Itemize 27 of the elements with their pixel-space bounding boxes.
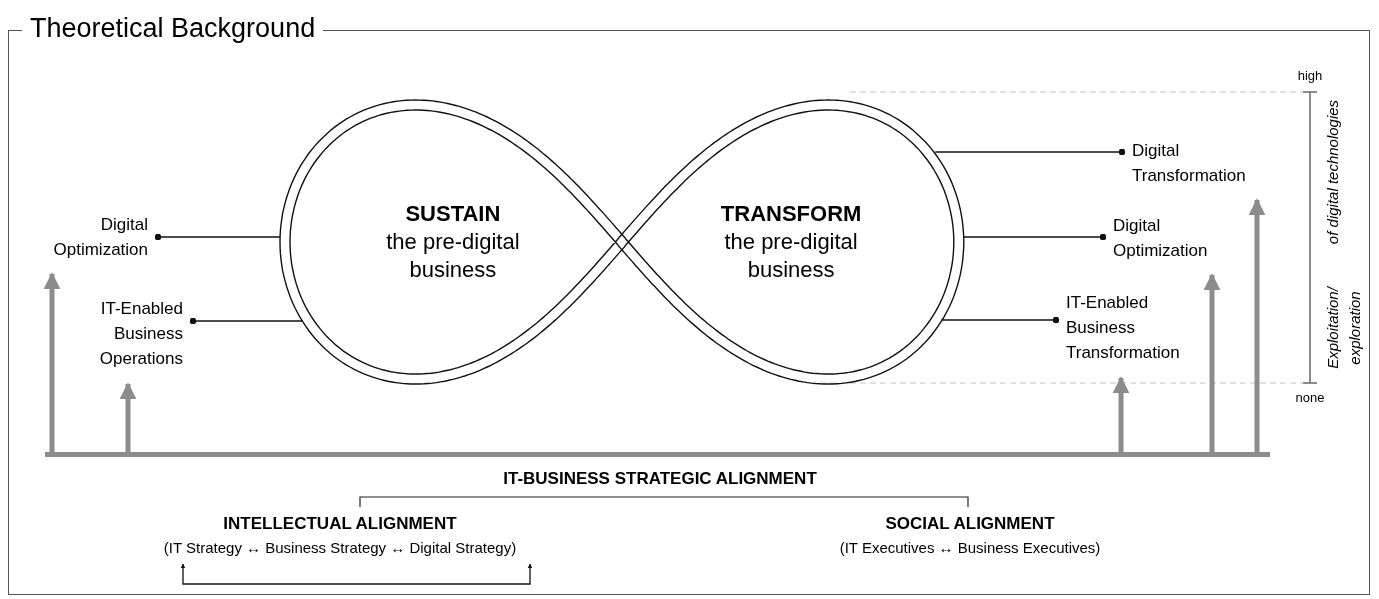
outcome-label: Digital Optimization	[18, 212, 148, 264]
leader-line	[189, 317, 304, 325]
scale-high-label: high	[1296, 67, 1324, 85]
axis-label: of digital technologies	[1323, 98, 1342, 247]
outcome-label: Digital Optimization	[1113, 213, 1248, 265]
scale-none-label: none	[1294, 389, 1326, 407]
leader-line	[940, 316, 1060, 324]
section-heading: IT-BUSINESS STRATEGIC ALIGNMENT	[502, 468, 818, 490]
loop-subtitle: the pre-digital business	[385, 228, 521, 284]
outcome-label: IT-Enabled Business Transformation	[1066, 290, 1211, 368]
loop-heading: TRANSFORM	[720, 200, 862, 228]
outcome-label: IT-Enabled Business Operations	[58, 296, 183, 374]
loop-heading: SUSTAIN	[405, 200, 501, 228]
loop-shape	[279, 98, 627, 385]
alignment-description: (IT Strategy ↔ Business Strategy ↔ Digital Strategy)	[163, 538, 517, 558]
outcome-label: Digital Transformation	[1132, 138, 1282, 190]
axis-label: Exploitation/ exploration	[1323, 285, 1364, 371]
leader-line	[154, 233, 281, 241]
feedback-arrow	[180, 563, 533, 585]
alignment-description: (IT Executives ↔ Business Executives)	[839, 538, 1101, 558]
leader-line	[934, 148, 1126, 156]
baseline-bar	[45, 452, 1270, 457]
loop-shape	[617, 98, 965, 385]
alignment-heading: SOCIAL ALIGNMENT	[885, 513, 1055, 535]
loop-subtitle: the pre-digital business	[723, 228, 859, 284]
leader-line	[963, 233, 1107, 241]
alignment-heading: INTELLECTUAL ALIGNMENT	[223, 513, 457, 535]
